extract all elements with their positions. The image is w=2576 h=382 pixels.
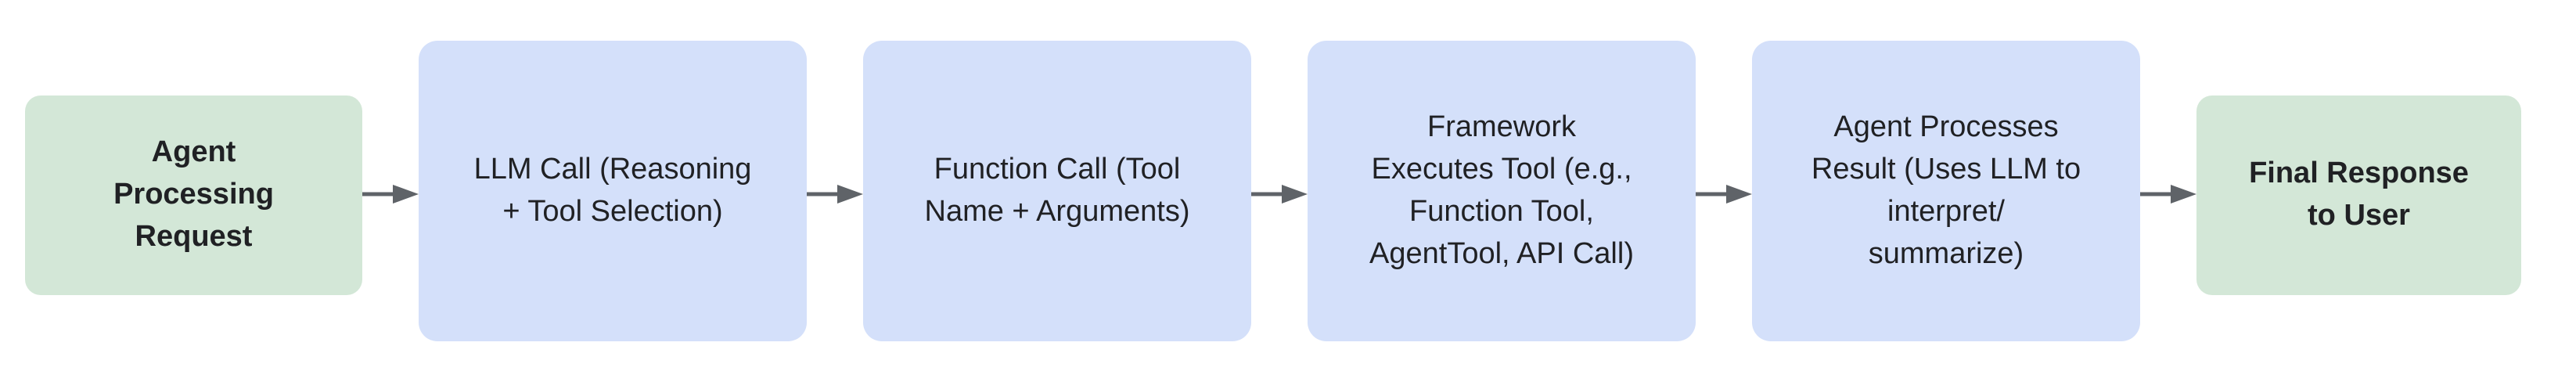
flow-arrow-icon <box>2140 182 2196 206</box>
node-framework-executes-tool: Framework Executes Tool (e.g., Function … <box>1308 41 1696 341</box>
node-label: LLM Call (Reasoning + Tool Selection) <box>473 153 752 228</box>
node-final-response-to-user: Final Response to User <box>2196 95 2521 295</box>
flow-arrow-icon <box>362 182 419 206</box>
node-llm-call: LLM Call (Reasoning + Tool Selection) <box>419 41 807 341</box>
flow-arrow-icon <box>1696 182 1752 206</box>
node-label: Function Call (Tool Name + Arguments) <box>924 153 1190 228</box>
node-label: Final Response to User <box>2249 157 2469 232</box>
node-label: Agent Processes Result (Uses LLM to inte… <box>1811 110 2081 270</box>
node-label: Agent Processing Request <box>113 135 274 253</box>
node-label: Framework Executes Tool (e.g., Function … <box>1369 110 1634 270</box>
node-agent-processing-request: Agent Processing Request <box>25 95 362 295</box>
flow-arrow-icon <box>1251 182 1308 206</box>
flow-arrow-icon <box>807 182 863 206</box>
node-agent-processes-result: Agent Processes Result (Uses LLM to inte… <box>1752 41 2140 341</box>
node-function-call: Function Call (Tool Name + Arguments) <box>863 41 1251 341</box>
